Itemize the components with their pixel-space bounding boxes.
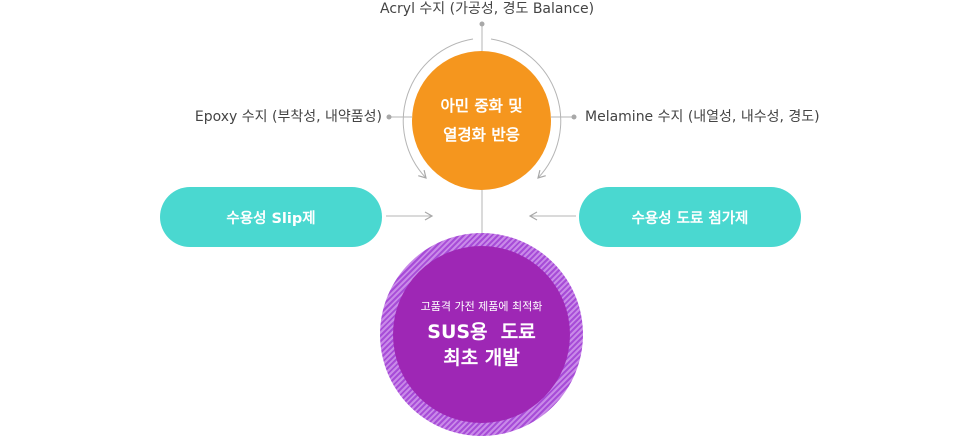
right-connector-dot xyxy=(571,114,577,120)
result-title-line2: 최초 개발 xyxy=(443,346,520,369)
slip-agent-pill: 수용성 Slip제 xyxy=(160,187,382,247)
epoxy-resin-label: Epoxy 수지 (부착성, 내약품성) xyxy=(194,109,382,125)
acryl-resin-label: Acryl 수지 (가공성, 경도 Balance) xyxy=(380,1,595,17)
reaction-circle-line2: 열경화 반응 xyxy=(443,125,520,144)
result-title-line1: SUS용 도료 xyxy=(427,320,536,343)
reaction-circle-line1: 아민 중화 및 xyxy=(440,96,523,115)
result-circle: 고품격 가전 제품에 최적화 SUS용 도료 최초 개발 xyxy=(393,246,570,423)
left-cycle-arrow xyxy=(402,38,474,179)
left-connector-dot xyxy=(386,114,392,120)
paint-additive-pill: 수용성 도료 첨가제 xyxy=(579,187,801,247)
top-connector-dot xyxy=(479,21,485,27)
reaction-circle: 아민 중화 및 열경화 반응 xyxy=(412,51,551,190)
slip-agent-label: 수용성 Slip제 xyxy=(226,210,316,227)
right-cycle-arrow xyxy=(490,38,562,179)
result-subtitle: 고품격 가전 제품에 최적화 xyxy=(420,299,543,313)
melamine-resin-label: Melamine 수지 (내열성, 내수성, 경도) xyxy=(585,109,820,125)
paint-additive-label: 수용성 도료 첨가제 xyxy=(631,210,749,227)
